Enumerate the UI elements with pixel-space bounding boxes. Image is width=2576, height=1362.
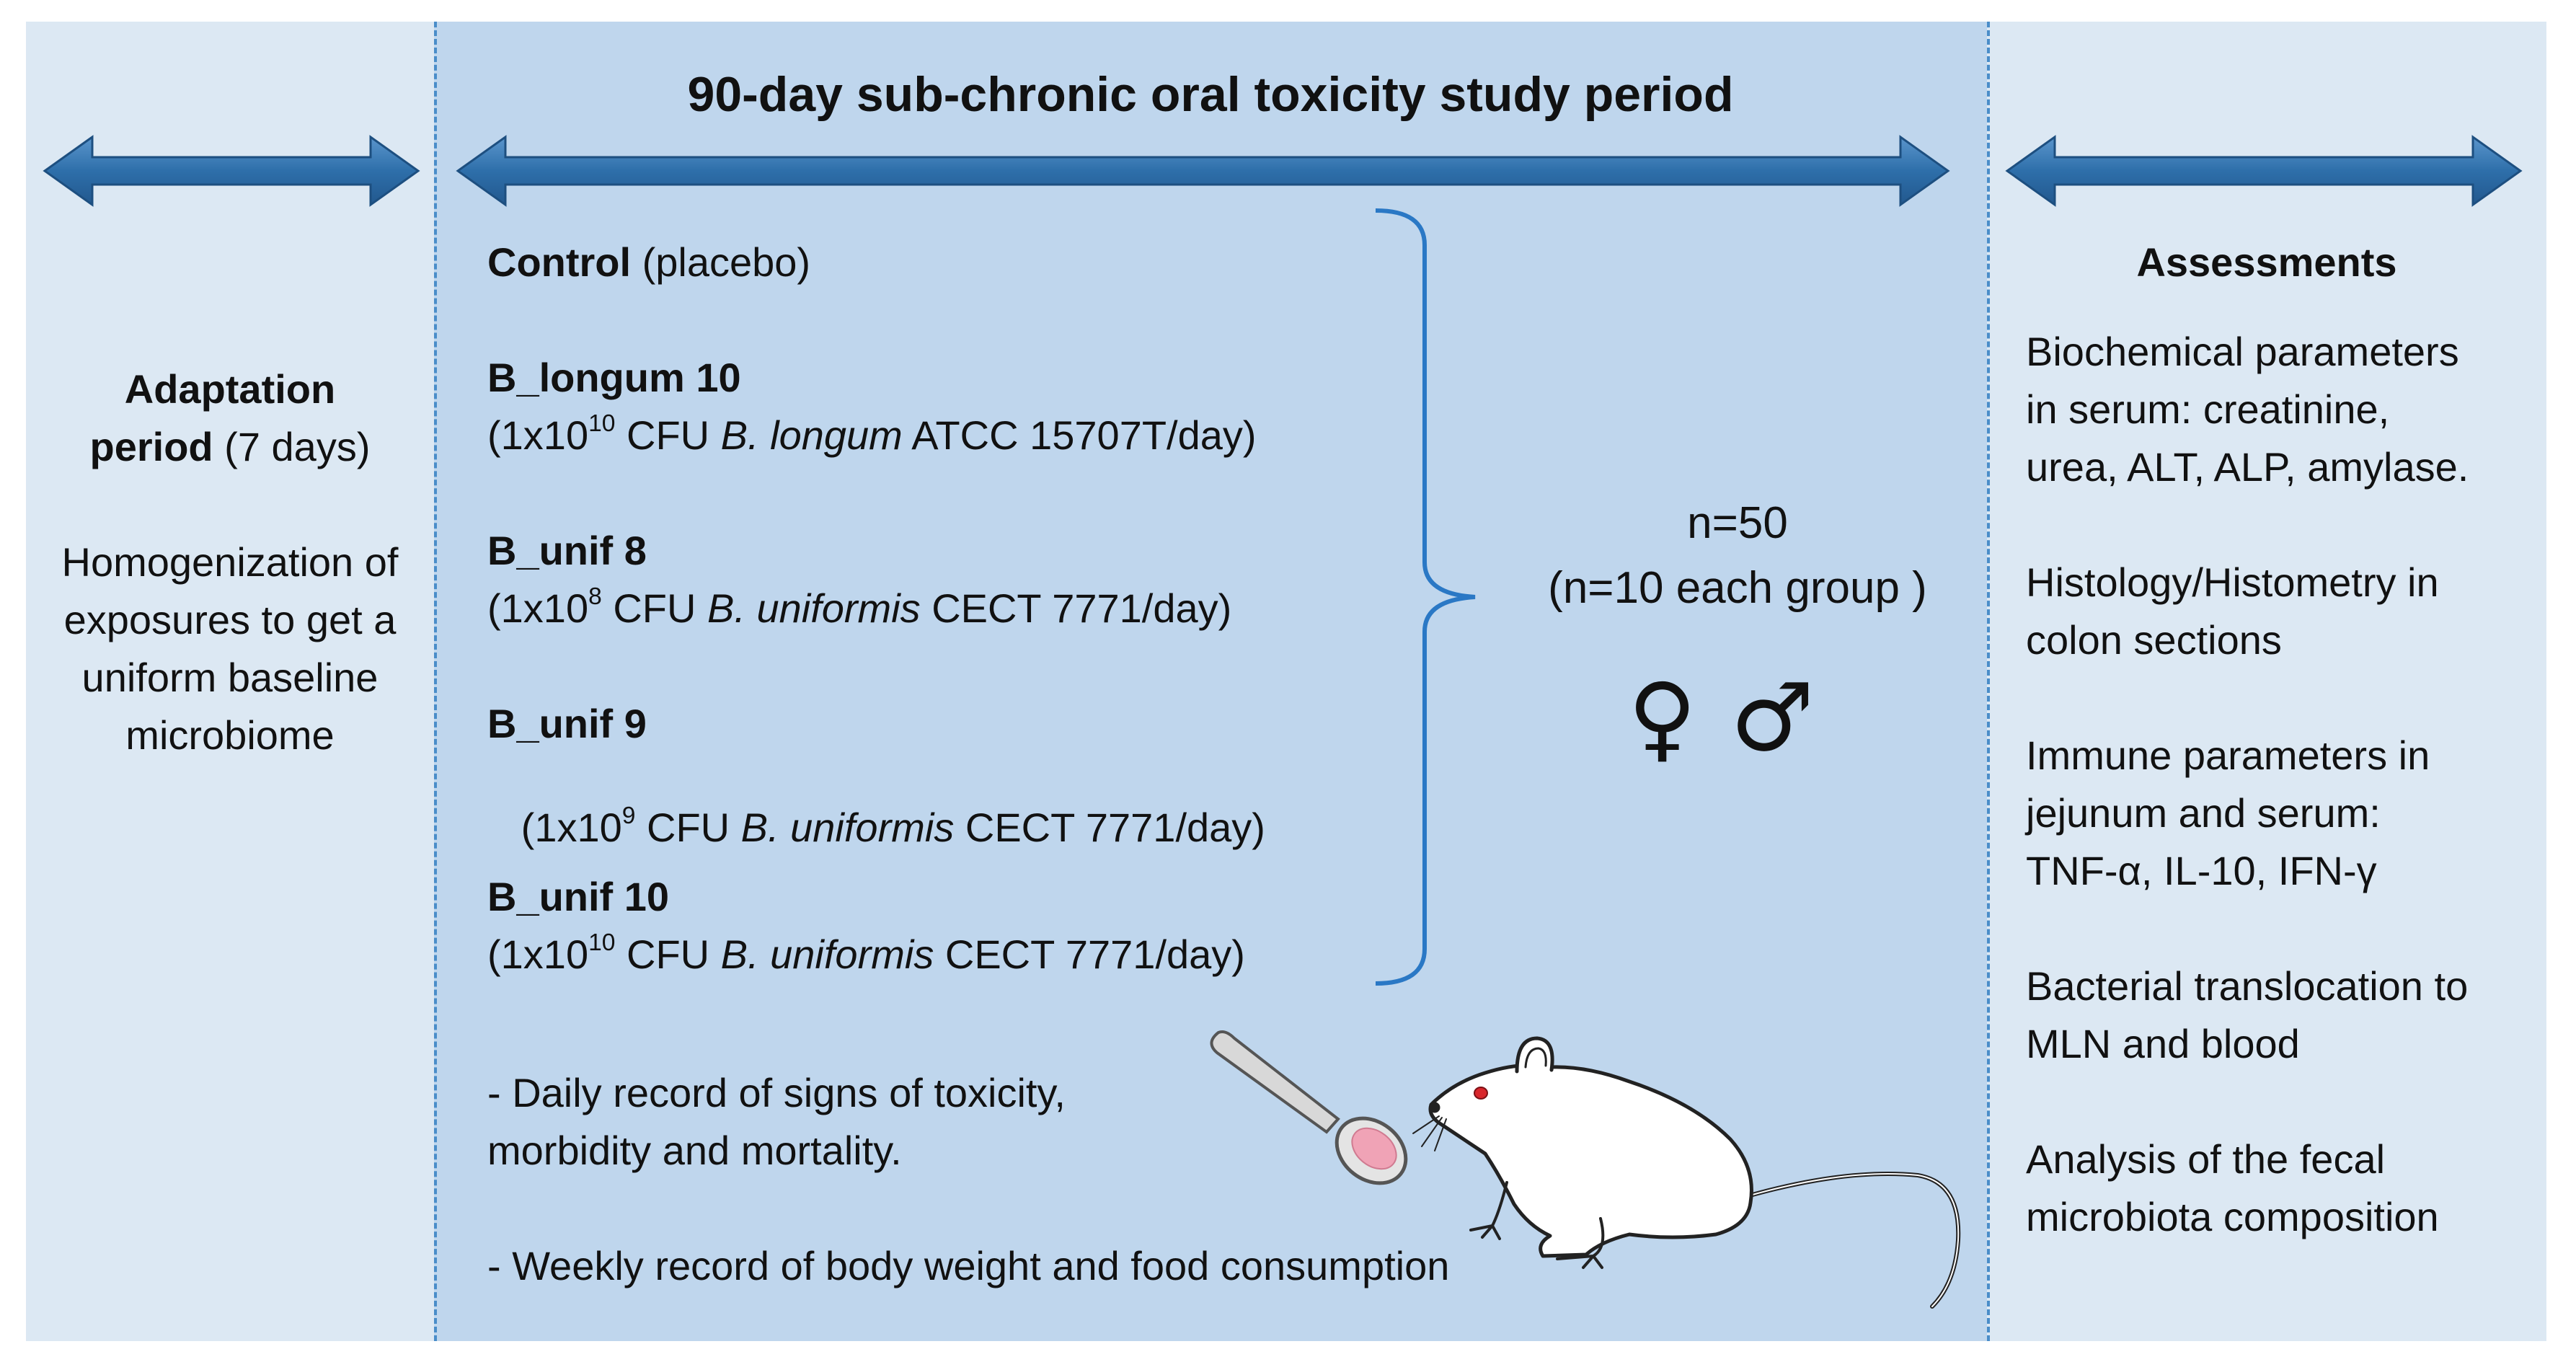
- right-dashed-divider: [1987, 22, 1990, 1341]
- adaptation-title-word: Adaptation: [124, 366, 336, 412]
- sample-per-group: (n=10 each group ): [1548, 563, 1927, 613]
- assessment-translocation-line-2: MLN and blood: [2026, 1021, 2300, 1066]
- group-b-longum-10-name: B_longum 10: [487, 355, 741, 400]
- species-name: B. uniformis: [707, 585, 921, 631]
- dose-exponent: 10: [588, 410, 616, 437]
- sample-total: n=50: [1687, 498, 1788, 548]
- dosing-spoon-icon: [1210, 1030, 1408, 1185]
- assessment-period-arrow-icon: [2005, 135, 2523, 207]
- group-note: (placebo): [631, 239, 811, 285]
- assessment-microbiota-line-2: microbiota composition: [2026, 1194, 2439, 1239]
- dose-unit: CFU: [635, 805, 741, 851]
- dose-unit: CFU: [615, 412, 721, 458]
- dose-suffix: CECT 7771/day): [954, 805, 1265, 851]
- assessment-biochemical-line-1: Biochemical parameters: [2026, 329, 2459, 374]
- daily-record-line-2: morbidity and mortality.: [487, 1128, 902, 1173]
- study-period-panel: [434, 22, 1987, 1341]
- adaptation-period-line: period (7 days): [26, 424, 434, 470]
- male-symbol-icon: ♂: [1730, 663, 1815, 772]
- assessment-biochemical-line-3: urea, ALT, ALP, amylase.: [2026, 444, 2469, 490]
- dose-exponent: 10: [588, 929, 616, 956]
- group-b-unif-10-dose: (1x1010 CFU B. uniformis CECT 7771/day): [487, 929, 1245, 978]
- group-b-unif-9-name: B_unif 9: [487, 701, 647, 746]
- assessment-histology-line-2: colon sections: [2026, 617, 2282, 663]
- adaptation-period-word: period: [89, 424, 213, 469]
- assessment-immune-line-2: jejunum and serum:: [2026, 790, 2381, 836]
- dose-unit: CFU: [601, 585, 707, 631]
- adaptation-title: Adaptation: [26, 366, 434, 412]
- assessment-microbiota-line-1: Analysis of the fecal: [2026, 1136, 2386, 1182]
- species-name: B. longum: [720, 412, 903, 458]
- adaptation-description-line-4: microbiome: [125, 712, 335, 758]
- left-period-arrow-icon: [43, 135, 420, 207]
- assessment-translocation-line-1: Bacterial translocation to: [2026, 963, 2469, 1009]
- assessments-title: Assessments: [2136, 239, 2397, 285]
- groups-brace-icon: [1375, 208, 1476, 986]
- dose-prefix: (1x10: [487, 932, 589, 977]
- species-name: B. uniformis: [720, 932, 934, 977]
- dose-suffix: ATCC 15707T/day): [902, 412, 1257, 458]
- dose-prefix: (1x10: [510, 805, 622, 851]
- dose-exponent: 9: [621, 802, 636, 830]
- dose-suffix: CECT 7771/day): [934, 932, 1245, 977]
- adaptation-description-line-3: uniform baseline: [81, 655, 379, 700]
- study-period-arrow-icon: [456, 135, 1950, 207]
- group-b-unif-8-dose: (1x108 CFU B. uniformis CECT 7771/day): [487, 585, 1231, 632]
- study-period-title: 90-day sub-chronic oral toxicity study p…: [687, 67, 1734, 122]
- assessment-histology-line-1: Histology/Histometry in: [2026, 560, 2439, 605]
- adaptation-description-line-2: exposures to get a: [63, 597, 397, 642]
- group-name: Control: [487, 239, 632, 285]
- weekly-record: - Weekly record of body weight and food …: [487, 1243, 1450, 1288]
- assessment-immune-line-1: Immune parameters in: [2026, 733, 2430, 778]
- group-b-longum-10-dose: (1x1010 CFU B. longum ATCC 15707T/day): [487, 412, 1257, 459]
- rat-icon: [1412, 1036, 1961, 1309]
- group-b-unif-8-name: B_unif 8: [487, 528, 647, 573]
- dose-suffix: CECT 7771/day): [920, 585, 1232, 631]
- dose-prefix: (1x10: [487, 412, 589, 458]
- dose-prefix: (1x10: [487, 585, 589, 631]
- dose-exponent: 8: [588, 583, 602, 610]
- daily-record-line-1: - Daily record of signs of toxicity,: [487, 1070, 1066, 1115]
- dose-unit: CFU: [615, 932, 721, 977]
- group-b-unif-10-name: B_unif 10: [487, 874, 670, 919]
- assessment-biochemical-line-2: in serum: creatinine,: [2026, 386, 2390, 432]
- group-b-unif-9-dose: (1x109 CFU B. uniformis CECT 7771/day): [487, 759, 1265, 852]
- group-control: Control (placebo): [487, 239, 810, 286]
- adaptation-duration: (7 days): [213, 424, 371, 469]
- left-dashed-divider: [434, 22, 437, 1341]
- species-name: B. uniformis: [740, 805, 955, 851]
- adaptation-description-line-1: Homogenization of: [61, 539, 399, 585]
- adaptation-panel: [26, 22, 434, 1341]
- female-symbol-icon: ♀: [1628, 663, 1697, 772]
- assessment-immune-line-3: TNF-α, IL-10, IFN-γ: [2026, 848, 2377, 893]
- assessments-panel: [1987, 22, 2546, 1341]
